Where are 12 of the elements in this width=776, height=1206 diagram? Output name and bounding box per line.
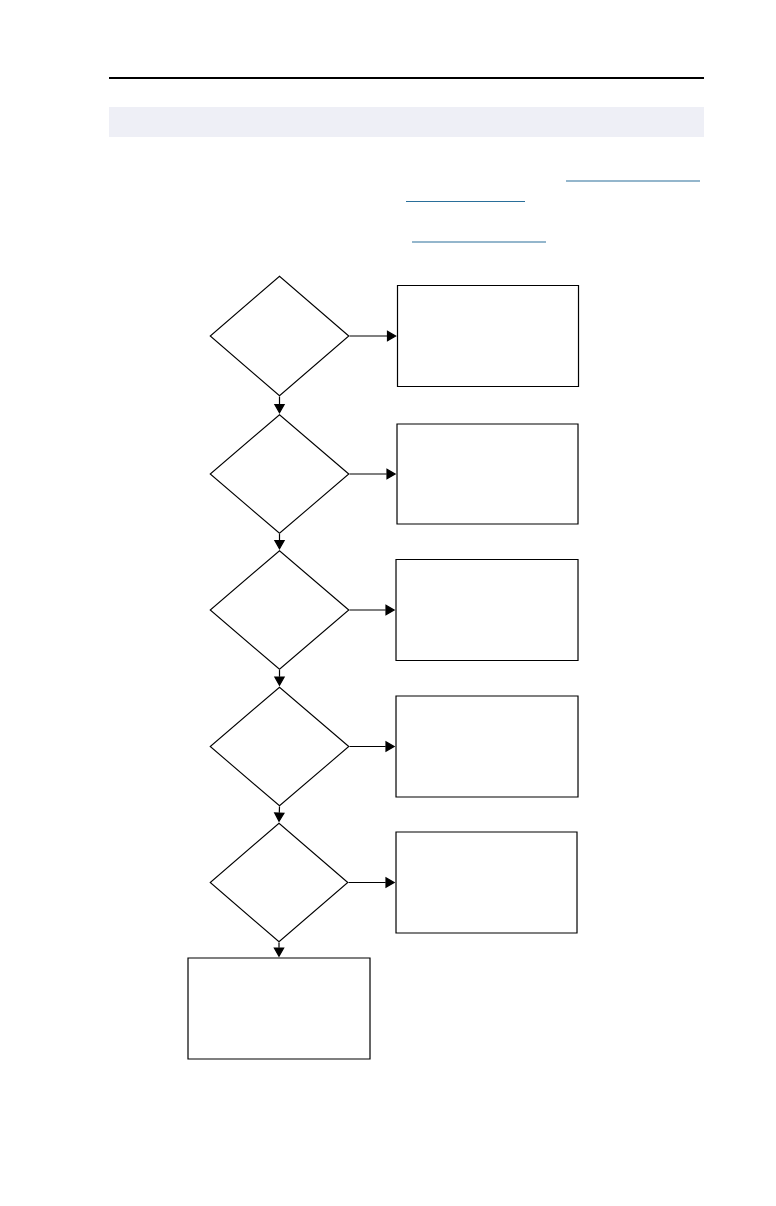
decision-diamond <box>209 550 350 670</box>
process-box <box>395 695 579 798</box>
process-box <box>396 423 579 525</box>
decision-diamond <box>209 414 350 534</box>
decision-diamond <box>209 686 350 807</box>
process-box <box>187 957 371 1060</box>
process-box <box>395 831 578 934</box>
process-box <box>395 558 579 662</box>
decision-diamond <box>209 822 349 943</box>
arrow <box>348 330 397 342</box>
decision-diamond <box>209 275 350 397</box>
process-box <box>396 284 580 388</box>
